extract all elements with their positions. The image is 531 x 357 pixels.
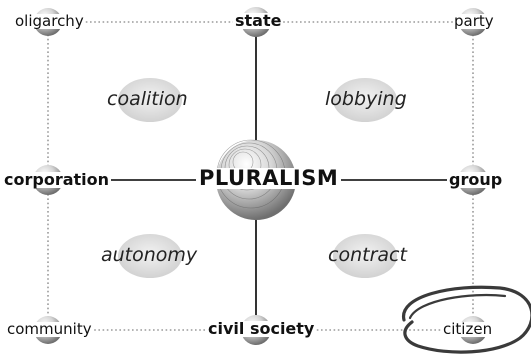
label-group: group — [447, 170, 505, 189]
label-civil-society: civil society — [206, 319, 317, 338]
handdrawn-circle-mark — [402, 285, 531, 354]
label-autonomy: autonomy — [101, 244, 198, 266]
label-contract: contract — [328, 244, 407, 266]
oval-lobbying — [333, 78, 397, 122]
oval-coalition — [118, 78, 182, 122]
label-coalition: coalition — [107, 88, 188, 110]
oval-contract — [333, 234, 397, 278]
oval-autonomy — [118, 234, 182, 278]
label-community: community — [6, 320, 93, 338]
label-state: state — [233, 11, 284, 30]
label-corporation: corporation — [2, 170, 112, 189]
label-lobbying: lobbying — [325, 88, 407, 110]
label-oligarchy: oligarchy — [14, 12, 85, 30]
label-party: party — [453, 12, 495, 30]
label-pluralism: PLURALISM — [196, 168, 342, 189]
dotted-frame — [47, 21, 474, 331]
label-citizen: citizen — [442, 320, 494, 338]
